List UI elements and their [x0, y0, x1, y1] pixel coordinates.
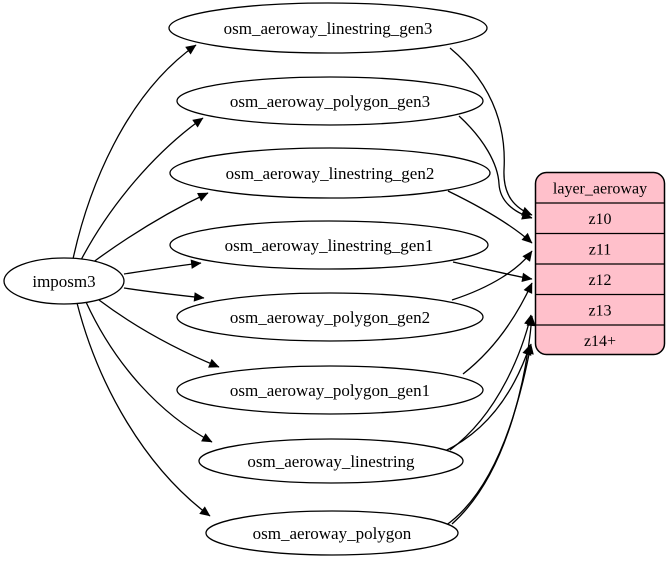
node-osm-aeroway-polygon: osm_aeroway_polygon: [205, 510, 459, 556]
edge-layer: [72, 44, 536, 527]
linestring-label: osm_aeroway_linestring: [247, 452, 415, 471]
polygon-ellipse: [205, 510, 459, 556]
polygon-gen1-label: osm_aeroway_polygon_gen1: [230, 381, 430, 400]
edge-linestring-gen3-to-z10: [449, 47, 533, 216]
linestring-ellipse: [198, 438, 464, 484]
edge-polygon-to-z14: [444, 343, 534, 527]
edge-polygon-gen1-to-z12: [462, 282, 533, 375]
node-osm-aeroway-polygon-gen3: osm_aeroway_polygon_gen3: [176, 76, 484, 126]
layer-row-z14: z14+: [584, 333, 616, 350]
layer-row-z13: z13: [588, 303, 611, 320]
node-osm-aeroway-linestring-gen1: osm_aeroway_linestring_gen1: [169, 220, 489, 270]
node-osm-aeroway-linestring: osm_aeroway_linestring: [198, 438, 464, 484]
imposm3-ellipse: [3, 257, 125, 305]
polygon-gen1-ellipse: [176, 365, 484, 415]
node-imposm3: imposm3: [3, 257, 125, 305]
edge-imposm3-to-linestring: [85, 301, 213, 443]
edge-linestring-to-z14: [442, 344, 532, 453]
polygon-label: osm_aeroway_polygon: [253, 524, 412, 543]
node-layer-aeroway: layer_aeroway z10 z11 z12 z13 z14+: [534, 171, 666, 356]
polygon-gen2-label: osm_aeroway_polygon_gen2: [230, 308, 430, 327]
edge-linestring-gen1-to-z12: [452, 261, 533, 282]
edge-imposm3-to-linestring-gen1: [123, 259, 202, 275]
node-osm-aeroway-linestring-gen2: osm_aeroway_linestring_gen2: [169, 147, 491, 199]
linestring-gen3-label: osm_aeroway_linestring_gen3: [224, 19, 433, 38]
linestring-gen2-label: osm_aeroway_linestring_gen2: [226, 164, 435, 183]
layer-row-z11: z11: [589, 242, 612, 259]
imposm3-label: imposm3: [32, 272, 95, 291]
edge-imposm3-to-linestring-gen3: [72, 44, 197, 260]
node-osm-aeroway-linestring-gen3: osm_aeroway_linestring_gen3: [168, 2, 488, 54]
edge-imposm3-to-polygon-gen3: [80, 117, 204, 261]
edge-imposm3-to-linestring-gen2: [91, 192, 209, 264]
edge-imposm3-to-polygon-gen1: [98, 299, 220, 368]
linestring-gen3-ellipse: [168, 2, 488, 54]
edge-linestring-gen2-to-z11: [447, 190, 533, 244]
node-osm-aeroway-polygon-gen1: osm_aeroway_polygon_gen1: [176, 365, 484, 415]
node-osm-aeroway-polygon-gen2: osm_aeroway_polygon_gen2: [176, 292, 484, 342]
linestring-gen1-label: osm_aeroway_linestring_gen1: [225, 236, 434, 255]
edge-polygon-gen2-to-z11: [451, 250, 533, 301]
edge-linestring-to-z13: [449, 314, 534, 451]
polygon-gen3-label: osm_aeroway_polygon_gen3: [230, 92, 430, 111]
edge-imposm3-to-polygon-gen2: [123, 287, 205, 302]
layer-row-z10: z10: [588, 211, 611, 228]
linestring-gen2-ellipse: [169, 147, 491, 199]
layer-row-z12: z12: [588, 272, 611, 289]
polygon-gen3-ellipse: [176, 76, 484, 126]
layer-aeroway-title: layer_aeroway: [553, 181, 647, 198]
linestring-gen1-ellipse: [169, 220, 489, 270]
edge-imposm3-to-polygon: [76, 302, 211, 517]
edge-polygon-gen3-to-z10: [458, 115, 533, 220]
polygon-gen2-ellipse: [176, 292, 484, 342]
